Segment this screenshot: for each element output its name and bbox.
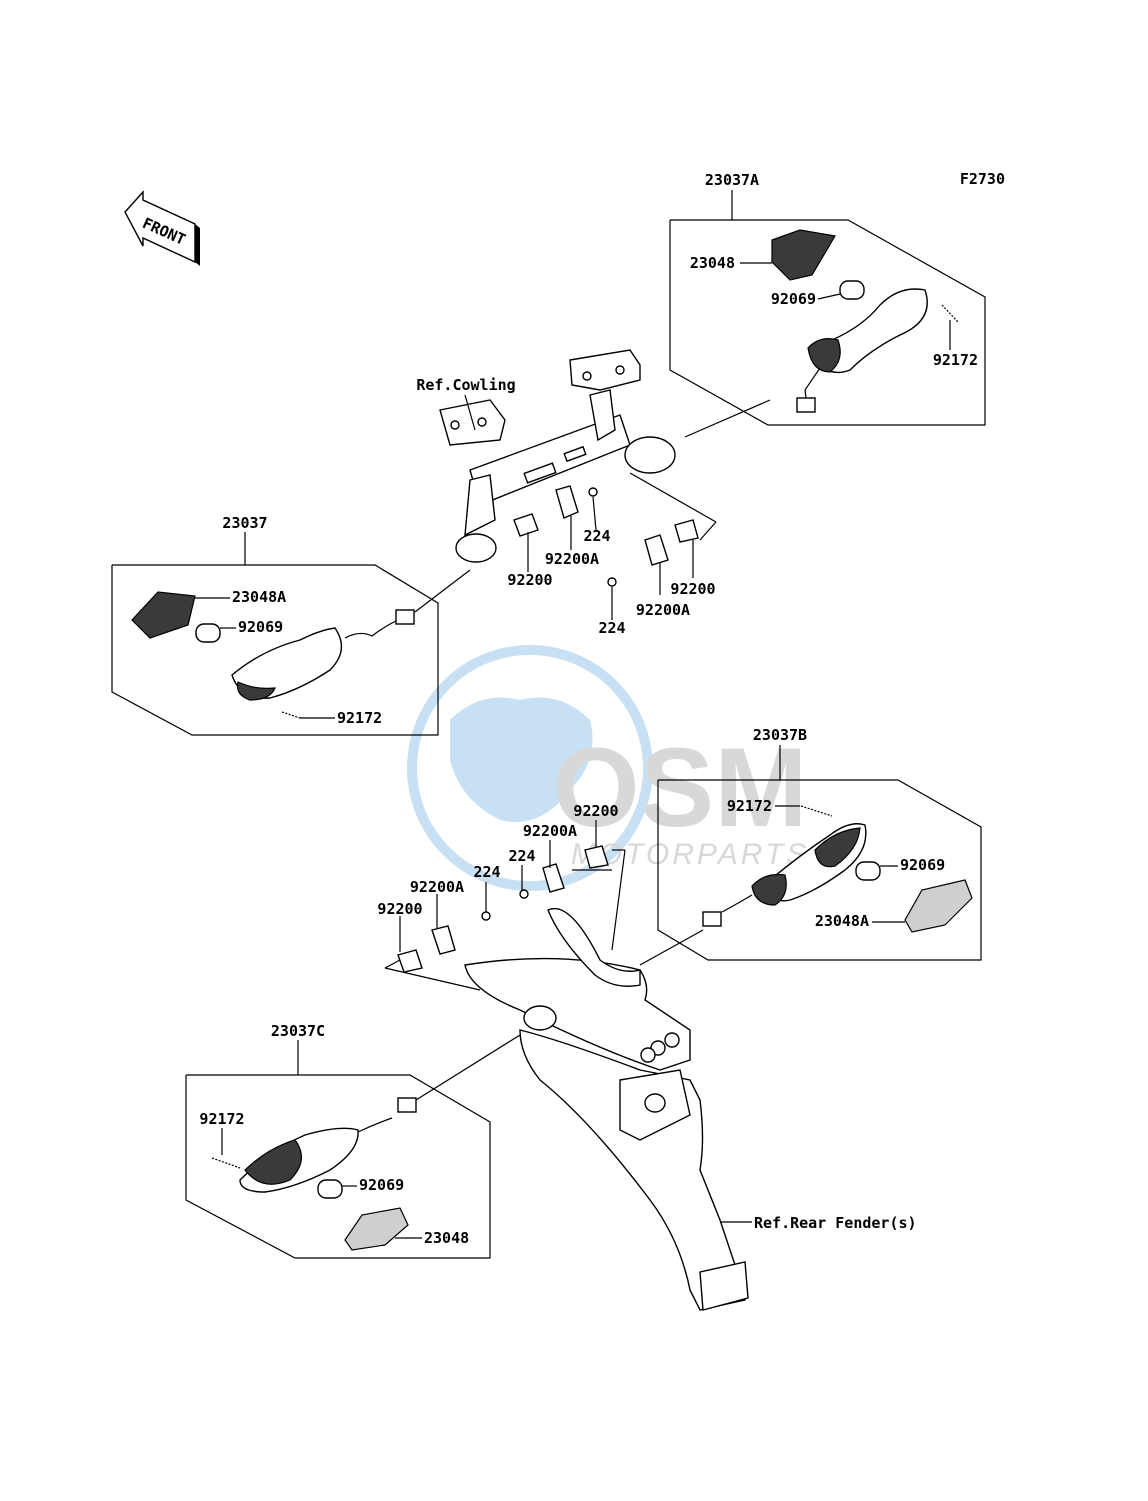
housing-socket-c-icon <box>751 873 787 906</box>
callout-92200A-top: 92200A <box>523 822 577 840</box>
callout-92069-b: 92069 <box>238 618 283 636</box>
assembly-box-23037A: 23037A 23048 92069 92172 <box>669 171 986 438</box>
connector-c-icon <box>702 911 722 927</box>
callout-92172-c: 92172 <box>727 797 772 815</box>
plate-92200-mid-icon <box>397 949 423 973</box>
callout-92200A-r: 92200A <box>545 550 599 568</box>
signal-housing-b-icon <box>231 627 343 699</box>
callout-224-top: 224 <box>508 847 535 865</box>
rear-fender-icon <box>464 908 749 1311</box>
callout-92200-r: 92200 <box>507 571 552 589</box>
signal-housing-a-icon <box>814 288 928 374</box>
watermark: OSM MOTORPARTS <box>407 645 809 891</box>
callout-92069-c: 92069 <box>900 856 945 874</box>
connector-b-icon <box>395 609 415 625</box>
callout-ref-rear-fender: Ref.Rear Fender(s) <box>754 1214 917 1232</box>
watermark-subtitle: MOTORPARTS <box>571 838 809 871</box>
bulb-92069-d-icon <box>317 1179 343 1199</box>
bracket-92200A-top-icon <box>542 863 565 893</box>
lens-23048-d-icon <box>344 1207 409 1251</box>
bulb-92069-b-icon <box>195 623 221 643</box>
callout-92200A-mid: 92200A <box>410 878 464 896</box>
callout-92172-a: 92172 <box>933 351 978 369</box>
front-arrow-icon: FRONT <box>124 190 200 266</box>
upper-fasteners: 224 92200A 92200 92200 92200A 224 <box>507 472 717 637</box>
assembly-box-23037B: 23037B 92172 92069 23048A <box>639 726 982 966</box>
bulb-92069-a-icon <box>839 280 865 300</box>
connector-a-icon <box>796 397 816 413</box>
callout-ref-cowling: Ref.Cowling <box>416 376 515 394</box>
callout-92200-l: 92200 <box>670 580 715 598</box>
plate-92200-l-icon <box>674 519 699 543</box>
housing-lens-b-icon <box>236 681 276 701</box>
callout-92069-d: 92069 <box>359 1176 404 1194</box>
watermark-brand: OSM <box>552 725 807 850</box>
nut-224-top-icon <box>519 889 529 899</box>
callout-92200A-l: 92200A <box>636 601 690 619</box>
assembly-box-23037C: 23037C 92172 92069 23048 <box>185 1022 521 1259</box>
lens-23048-icon <box>771 229 836 281</box>
housing-lens-c-icon <box>814 827 861 868</box>
assembly-box-23037: 23037 23048A 92069 92172 <box>111 514 471 736</box>
callout-23048A-c: 23048A <box>815 912 869 930</box>
callout-224-l: 224 <box>598 619 625 637</box>
callout-23048A-b: 23048A <box>232 588 286 606</box>
watermark-globe-land <box>450 697 593 822</box>
callout-92069-a: 92069 <box>771 290 816 308</box>
callout-23037B: 23037B <box>753 726 807 744</box>
callout-92172-b: 92172 <box>337 709 382 727</box>
housing-socket-a-icon <box>807 338 841 373</box>
callout-92172-d: 92172 <box>199 1110 244 1128</box>
plate-92200-r-icon <box>513 513 539 537</box>
callout-92200-top: 92200 <box>573 802 618 820</box>
callout-23037: 23037 <box>222 514 267 532</box>
callout-92200-mid: 92200 <box>377 900 422 918</box>
callout-23048-a: 23048 <box>690 254 735 272</box>
connector-d-icon <box>397 1097 417 1113</box>
bracket-92200A-l-icon <box>644 534 669 566</box>
bracket-92200A-mid-icon <box>431 925 456 955</box>
callout-23037C: 23037C <box>271 1022 325 1040</box>
lens-23048A-c-icon <box>904 879 973 933</box>
bulb-92069-c-icon <box>855 861 881 881</box>
housing-lens-d-icon <box>244 1139 302 1185</box>
callout-23037A: 23037A <box>705 171 759 189</box>
callout-23048-d: 23048 <box>424 1229 469 1247</box>
nut-224-r-icon <box>588 487 598 497</box>
rear-fasteners: 92200 92200A 224 224 92200A 92200 <box>377 802 626 991</box>
callout-224-mid: 224 <box>473 863 500 881</box>
callout-224-r: 224 <box>583 527 610 545</box>
nut-224-l-icon <box>607 577 617 587</box>
nut-224-mid-icon <box>481 911 491 921</box>
lens-23048A-icon <box>131 591 196 639</box>
bracket-92200A-r-icon <box>555 485 579 519</box>
diagram-code: F2730 <box>960 170 1005 188</box>
